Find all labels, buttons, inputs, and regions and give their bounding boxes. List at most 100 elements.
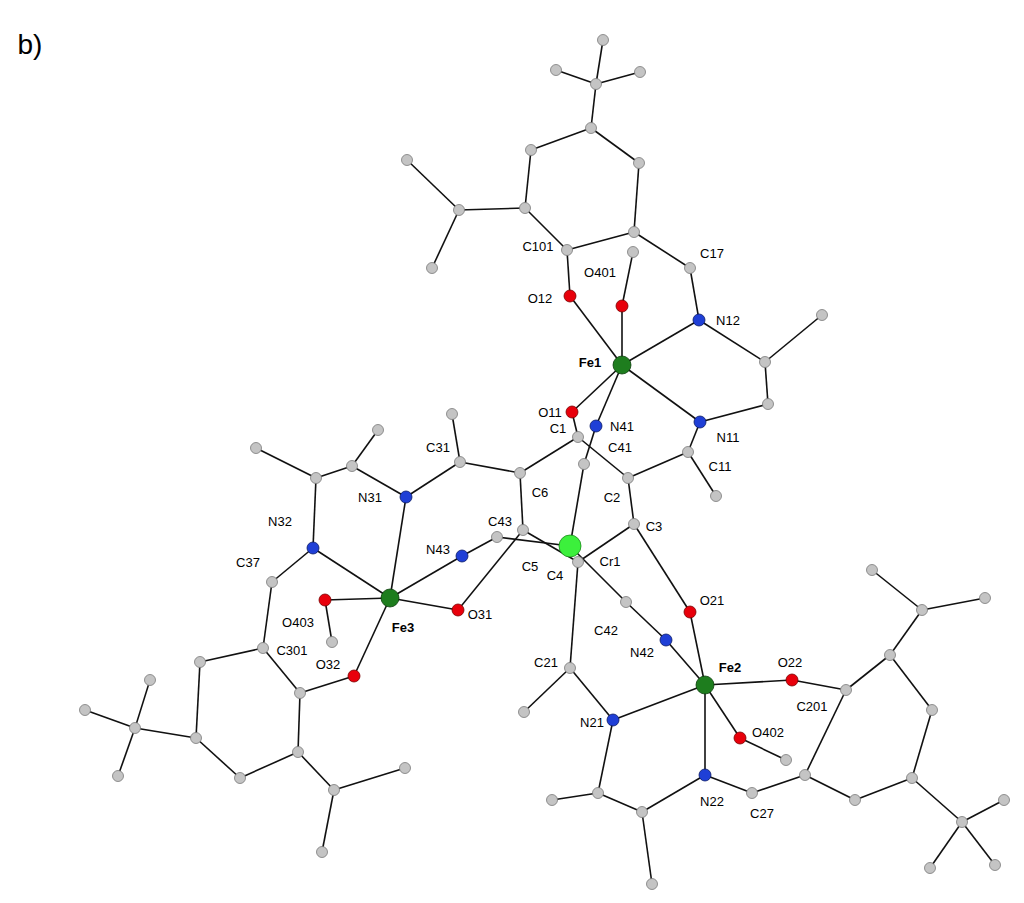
- atom-ball: [957, 817, 968, 828]
- atom-label: O21: [700, 594, 725, 607]
- bond-line: [525, 150, 531, 208]
- bond-line: [135, 680, 150, 728]
- bond-line: [196, 662, 200, 738]
- atom-ball: [684, 606, 696, 618]
- atom-label: O401: [584, 266, 616, 279]
- atom-ball: [317, 847, 328, 858]
- bond-line: [752, 775, 805, 793]
- bond-line: [622, 320, 699, 365]
- atom-ball: [520, 203, 531, 214]
- atom-label: N22: [700, 795, 724, 808]
- atom-ball: [329, 785, 340, 796]
- bond-line: [740, 738, 786, 760]
- atom-label: C21: [534, 656, 558, 669]
- bond-line: [572, 365, 622, 412]
- bond-line: [634, 232, 690, 268]
- atom-label: Fe3: [392, 621, 414, 634]
- atom-ball: [307, 542, 319, 554]
- bond-line: [591, 84, 596, 128]
- bond-line: [240, 752, 298, 778]
- bond-line: [390, 556, 462, 598]
- atom-ball: [621, 597, 632, 608]
- atom-ball: [591, 79, 602, 90]
- bond-line: [930, 822, 962, 868]
- atom-label: Cr1: [600, 555, 621, 568]
- bond-lines: [85, 40, 1004, 884]
- atom-ball: [452, 604, 464, 616]
- bond-line: [406, 462, 460, 497]
- atom-label: O31: [468, 608, 493, 621]
- atom-label: Fe2: [719, 661, 741, 674]
- bond-line: [805, 775, 855, 800]
- atom-ball: [593, 788, 604, 799]
- atom-ball: [400, 491, 412, 503]
- atom-ball: [191, 733, 202, 744]
- atom-ball: [295, 688, 306, 699]
- bond-line: [598, 720, 613, 793]
- bond-line: [690, 268, 699, 320]
- bond-line: [642, 812, 652, 884]
- bond-line: [256, 448, 316, 478]
- atom-label: C41: [608, 441, 632, 454]
- atom-label: Fe1: [579, 356, 601, 369]
- atom-ball: [786, 674, 798, 686]
- atom-ball: [980, 593, 991, 604]
- bond-line: [313, 478, 316, 548]
- atom-ball: [907, 773, 918, 784]
- atom-ball: [526, 145, 537, 156]
- atom-ball: [590, 420, 602, 432]
- atom-label: C5: [522, 560, 539, 573]
- atom-ball: [454, 205, 465, 216]
- bond-line: [912, 778, 962, 822]
- atom-ball: [616, 300, 628, 312]
- atom-ball: [400, 763, 411, 774]
- atom-label: N12: [716, 314, 740, 327]
- bond-line: [325, 598, 390, 600]
- bond-line: [705, 680, 792, 685]
- panel-letter: b): [18, 31, 43, 59]
- bond-line: [556, 70, 596, 84]
- atom-label: N21: [580, 716, 604, 729]
- atom-ball: [990, 860, 1001, 871]
- bond-line: [570, 562, 578, 668]
- atom-ball: [841, 685, 852, 696]
- atom-ball: [917, 605, 928, 616]
- bond-line: [596, 365, 622, 426]
- atom-label: C2: [604, 491, 621, 504]
- atom-label: C27: [750, 807, 774, 820]
- atom-ball: [613, 356, 631, 374]
- atom-ball: [660, 634, 672, 646]
- atom-ball: [559, 535, 581, 557]
- atom-ball: [867, 565, 878, 576]
- atom-ball: [683, 447, 694, 458]
- bond-line: [570, 464, 584, 546]
- bond-line: [700, 404, 768, 422]
- bond-line: [432, 210, 459, 268]
- bond-line: [890, 655, 932, 710]
- atom-ball: [623, 473, 634, 484]
- atom-ball: [547, 795, 558, 806]
- atom-ball: [927, 705, 938, 716]
- atom-ball: [402, 155, 413, 166]
- bond-line: [855, 778, 912, 800]
- bond-line: [263, 582, 272, 648]
- bond-line: [570, 668, 613, 720]
- bond-line: [634, 524, 690, 612]
- atom-label: C37: [236, 556, 260, 569]
- atom-ball: [999, 795, 1010, 806]
- atom-label: N11: [717, 431, 740, 444]
- bond-line: [962, 800, 1004, 822]
- atom-ball: [628, 247, 639, 258]
- atom-ball: [885, 650, 896, 661]
- atom-ball: [781, 755, 792, 766]
- atom-ball: [515, 468, 526, 479]
- atom-label: N42: [630, 646, 654, 659]
- bond-line: [622, 252, 633, 306]
- atom-ball: [699, 769, 711, 781]
- atom-ball: [685, 263, 696, 274]
- atom-ball: [694, 416, 706, 428]
- atom-ball: [267, 577, 278, 588]
- atom-label: N41: [610, 420, 634, 433]
- atom-ball: [381, 589, 399, 607]
- bond-line: [520, 473, 523, 530]
